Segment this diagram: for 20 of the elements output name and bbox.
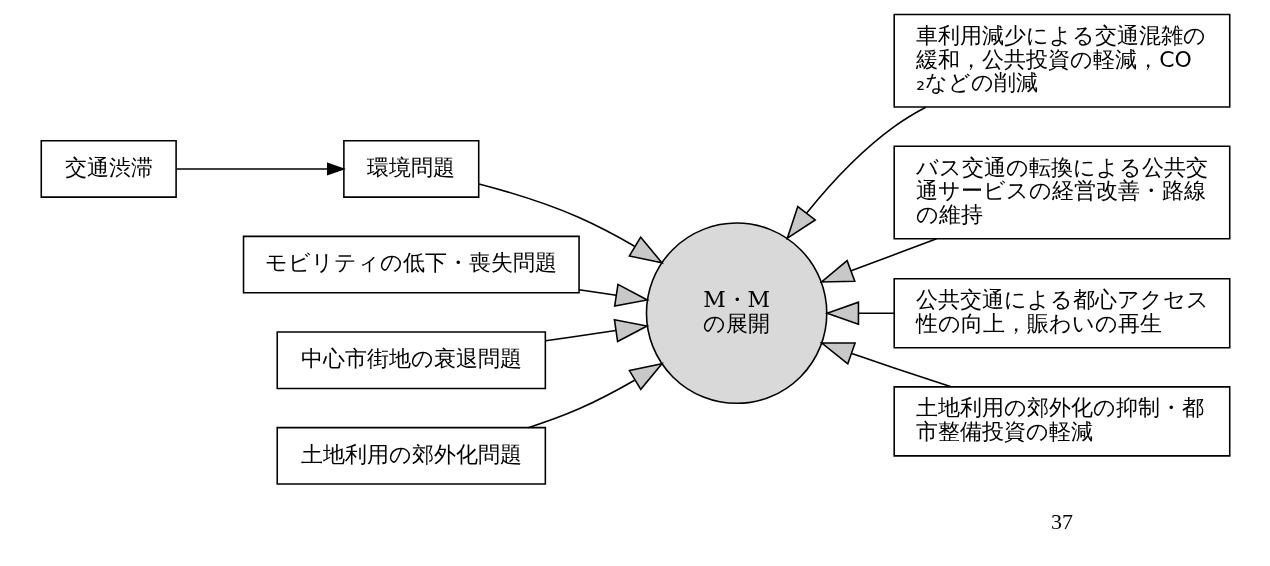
node-box: モビリティの低下・喪失問題	[242, 235, 580, 294]
node-box: 公共交通による都心アクセス性の向上，賑わいの再生	[892, 277, 1230, 349]
arrow	[527, 362, 664, 429]
arrow	[577, 283, 650, 308]
arrow	[175, 162, 346, 176]
label: 37	[1050, 509, 1073, 535]
node-box: 車利用減少による交通混雑の緩和，公共投資の軽減，CO₂などの削減	[892, 13, 1230, 108]
node-box: 中心市街地の衰退問題	[275, 331, 546, 390]
node-circle: M・Mの展開	[645, 222, 828, 405]
node-box: 土地利用の郊外化の抑制・都市整備投資の軽減	[892, 386, 1230, 457]
arrow	[819, 342, 952, 388]
arrow	[544, 318, 649, 343]
arrow	[824, 301, 895, 326]
arrow	[477, 183, 664, 264]
node-box: 交通渋滞	[40, 139, 177, 198]
node-box: 土地利用の郊外化問題	[275, 426, 546, 485]
arrow	[818, 238, 937, 283]
arrow	[785, 106, 927, 241]
node-box: 環境問題	[342, 139, 479, 198]
node-box: バス交通の転換による公共交通サービスの経営改善・路線の維持	[892, 145, 1230, 240]
